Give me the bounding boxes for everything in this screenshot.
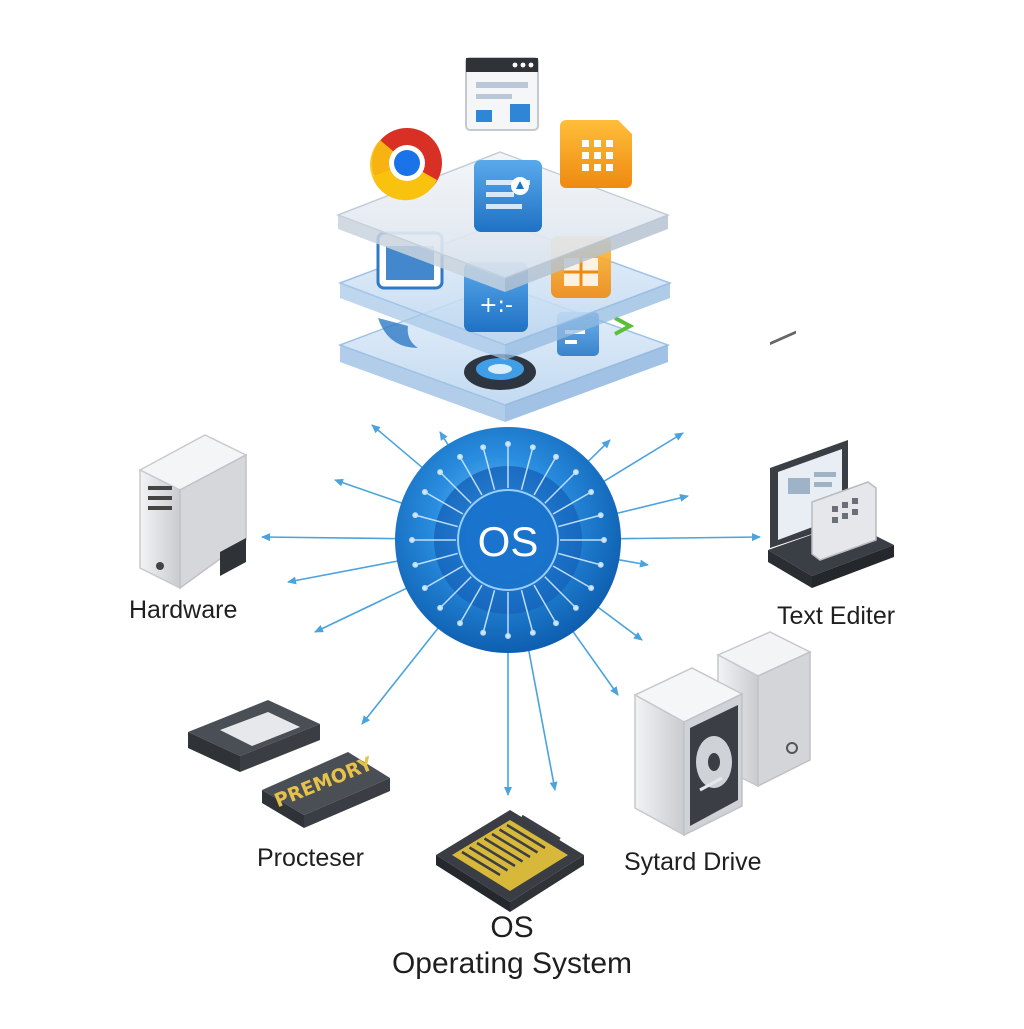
sphere-node-dot: [421, 489, 428, 495]
chip-pin: [513, 819, 554, 845]
diagram-caption: OS Operating System: [312, 910, 712, 982]
chip-pin: [476, 841, 516, 868]
processor-label: Procteser: [257, 844, 364, 872]
sphere-node-dot: [457, 620, 463, 627]
sphere-node-dot: [480, 444, 487, 451]
caption-acronym: OS: [490, 911, 534, 944]
sphere-ray: [439, 576, 472, 609]
sphere-node-dot: [437, 469, 444, 476]
apps-grid-icon: [560, 120, 632, 188]
calculator-window-icon: [811, 481, 877, 561]
sphere-ray: [520, 590, 534, 633]
sphere-node-dot: [597, 561, 604, 568]
server-tower-icon: [138, 434, 248, 590]
arrow-line: [616, 494, 689, 515]
laptop-icon: [768, 440, 894, 588]
sphere-node-dot: [597, 512, 604, 519]
sphere-ray: [439, 471, 472, 504]
chip-pin: [468, 846, 509, 872]
sphere-ray: [424, 565, 464, 589]
sphere-node-dot: [412, 512, 419, 519]
arrow-line: [371, 424, 423, 469]
arrow-line: [619, 533, 761, 542]
sphere-ray: [482, 447, 496, 490]
arrow-line: [587, 439, 611, 463]
sphere-ray: [482, 590, 496, 633]
premory-chip-icon: PREMORY: [262, 752, 390, 828]
sphere-ray: [415, 552, 458, 566]
sphere-ray: [520, 447, 534, 490]
sphere-node-dot: [553, 620, 559, 627]
arrow-line: [618, 558, 649, 568]
sphere-node-dot: [601, 537, 607, 543]
sphere-node-dot: [505, 633, 511, 639]
os-core-sphere: [395, 427, 621, 653]
refresh-icon: [378, 318, 418, 348]
sphere-node-dot: [529, 629, 536, 636]
sphere-node-dot: [505, 441, 511, 447]
sphere-node-dot: [588, 585, 595, 591]
sphere-node-dot: [412, 561, 419, 568]
hard-drive-icon: [633, 330, 812, 837]
sphere-node-dot: [437, 604, 444, 611]
arrow-line: [261, 533, 397, 542]
arrow-line: [597, 606, 643, 641]
arrow-line: [334, 478, 403, 505]
sphere-ray: [552, 491, 592, 515]
sphere-ray: [544, 471, 577, 504]
sphere-node-dot: [421, 585, 428, 591]
processor-chip-icon: [436, 810, 584, 912]
sphere-ray: [415, 514, 458, 528]
sphere-node-dot: [572, 469, 579, 476]
arrow-line: [439, 431, 450, 446]
caption-title: Operating System: [391, 947, 633, 980]
sphere-ray: [459, 584, 483, 624]
sphere-ray: [558, 552, 601, 566]
sphere-ray: [552, 565, 592, 589]
sphere-node-dot: [553, 453, 559, 460]
browser-window-icon: [465, 57, 539, 131]
sphere-node-dot: [572, 604, 579, 611]
chip-pin: [521, 814, 561, 841]
storage-label: Sytard Drive: [624, 848, 762, 876]
chrome-icon: [370, 128, 442, 201]
arrow-line: [572, 630, 619, 696]
hardware-label: Hardware: [129, 596, 238, 624]
sphere-node-dot: [529, 444, 536, 451]
chip-pin: [506, 823, 546, 850]
arrow-line: [361, 627, 440, 725]
sphere-node-dot: [409, 537, 415, 543]
memory-chip-icon: [188, 700, 320, 772]
sphere-node-dot: [457, 453, 463, 460]
text-editor-label: Text Editer: [777, 602, 896, 630]
chip-pin: [461, 850, 501, 877]
sphere-ray: [424, 491, 464, 515]
sphere-ray: [558, 514, 601, 528]
chip-pin: [498, 828, 539, 854]
sphere-ray: [459, 456, 483, 496]
svg-text:+:-: +:-: [479, 293, 513, 318]
sphere-node-dot: [588, 489, 595, 495]
arrow-line: [603, 432, 684, 483]
sphere-ray: [544, 576, 577, 609]
arrow-line: [314, 587, 408, 633]
os-core-label: OS: [477, 518, 539, 565]
arrow-line: [527, 649, 558, 791]
sphere-ray: [533, 584, 557, 624]
connection-arrows: [261, 424, 761, 796]
sphere-ray: [533, 456, 557, 496]
arrow-line: [287, 560, 399, 585]
chip-pin: [491, 832, 531, 859]
chip-pin: [483, 837, 524, 863]
sphere-node-dot: [480, 629, 487, 636]
layer-stack: +:-: [335, 151, 673, 422]
